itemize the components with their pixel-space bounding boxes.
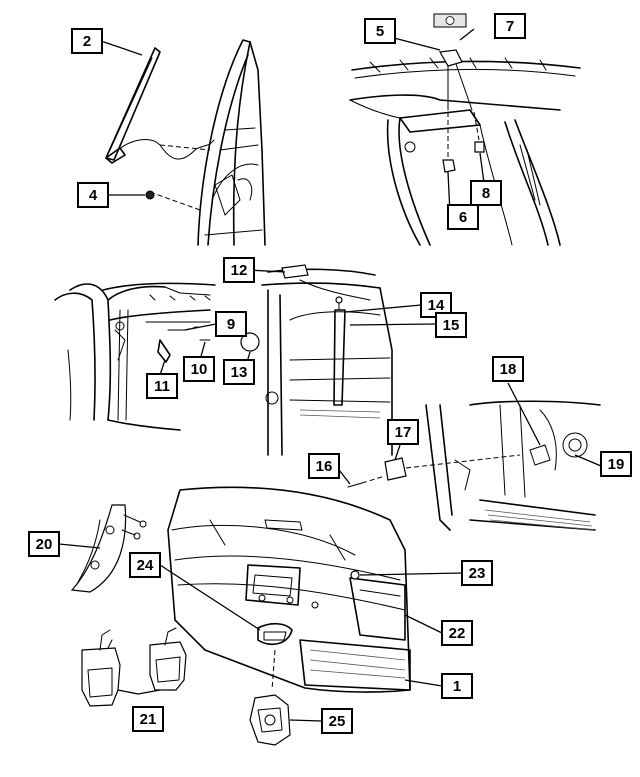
callout-label-9: 9 [227, 316, 235, 333]
callout-11: 11 [146, 373, 178, 399]
callout-label-14: 14 [428, 297, 445, 314]
callout-15: 15 [435, 312, 467, 338]
callout-24: 24 [129, 552, 161, 578]
panel-liftgate-side [54, 282, 216, 431]
bracket-part-11 [157, 339, 171, 363]
callout-label-5: 5 [376, 23, 384, 40]
handle-part-24 [257, 622, 293, 646]
callout-25: 25 [321, 708, 353, 734]
hinge-part-5 [439, 49, 463, 67]
panel-pillar-molding [105, 39, 266, 246]
panel-liftgate-strut [240, 264, 393, 456]
callout-label-2: 2 [83, 33, 91, 50]
nut-part-6 [442, 159, 456, 173]
callout-8: 8 [470, 180, 502, 206]
callout-label-4: 4 [89, 187, 98, 204]
panel-cargo-striker [347, 400, 601, 531]
callout-label-17: 17 [395, 424, 412, 441]
callout-label-24: 24 [137, 557, 154, 574]
latch-part-25 [249, 694, 291, 746]
hinge-part-12 [281, 264, 309, 279]
callout-20: 20 [28, 531, 60, 557]
callout-22: 22 [441, 620, 473, 646]
callout-19: 19 [600, 451, 632, 477]
callout-label-21: 21 [140, 711, 157, 728]
leader-lines [58, 28, 602, 722]
handle-part-21-right [149, 641, 187, 691]
plug-part-13 [240, 332, 260, 352]
callout-2: 2 [71, 28, 103, 54]
callout-16: 16 [308, 453, 340, 479]
callout-label-16: 16 [316, 458, 333, 475]
callout-label-7: 7 [506, 18, 514, 35]
clip-part-4 [145, 190, 155, 200]
handle-part-21-left [81, 647, 121, 707]
panel-liftgate-assembly [70, 486, 411, 746]
striker-part-17 [384, 457, 407, 481]
callout-label-20: 20 [36, 536, 53, 553]
callout-18: 18 [492, 356, 524, 382]
callout-label-6: 6 [459, 209, 467, 226]
callout-label-11: 11 [154, 378, 170, 395]
callout-12: 12 [223, 257, 255, 283]
bumper-part-23 [350, 570, 360, 580]
callout-label-15: 15 [443, 317, 460, 334]
callout-label-22: 22 [449, 625, 466, 642]
strut-part-14 [333, 309, 346, 406]
callout-5: 5 [364, 18, 396, 44]
callout-label-19: 19 [608, 456, 625, 473]
callout-14: 14 [420, 292, 452, 318]
callout-label-18: 18 [500, 361, 517, 378]
callout-label-1: 1 [453, 678, 461, 695]
callout-6: 6 [447, 204, 479, 230]
callout-13: 13 [223, 359, 255, 385]
applique-part-22 [349, 577, 406, 641]
callout-label-25: 25 [329, 713, 346, 730]
callout-21: 21 [132, 706, 164, 732]
callout-4: 4 [77, 182, 109, 208]
callout-7: 7 [494, 13, 526, 39]
callout-label-12: 12 [231, 262, 248, 279]
callout-23: 23 [461, 560, 493, 586]
liftgate-part-1 [167, 486, 411, 693]
callout-10: 10 [183, 356, 215, 382]
callout-9: 9 [215, 311, 247, 337]
callout-label-23: 23 [469, 565, 486, 582]
callout-label-8: 8 [482, 185, 490, 202]
callout-label-13: 13 [231, 364, 248, 381]
panel-roof-hinge [349, 13, 581, 246]
callout-label-10: 10 [191, 361, 208, 378]
callout-17: 17 [387, 419, 419, 445]
bolt-part-8 [474, 141, 485, 153]
callout-1: 1 [441, 673, 473, 699]
